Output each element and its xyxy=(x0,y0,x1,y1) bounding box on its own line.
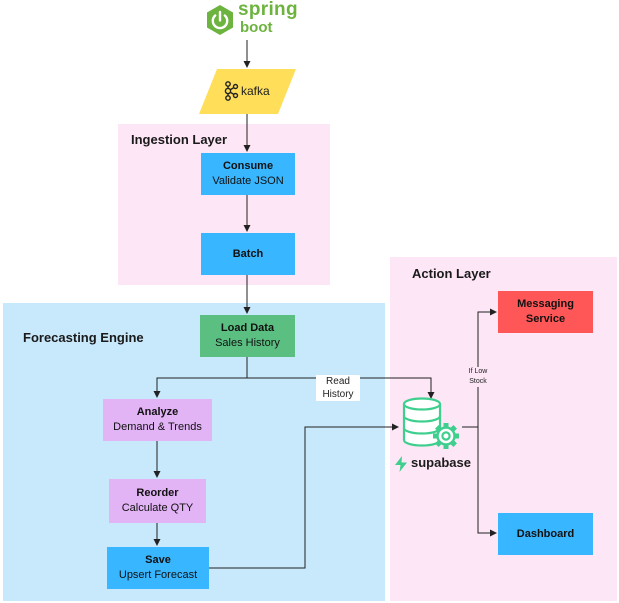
edge-save-supabase xyxy=(209,423,399,569)
database-gear-icon xyxy=(402,397,459,449)
analyze-node: Analyze Demand & Trends xyxy=(103,399,212,441)
dashboard-title: Dashboard xyxy=(516,527,575,540)
dashboard-node: Dashboard xyxy=(498,513,593,555)
kafka-node: kafka xyxy=(199,69,296,114)
supabase-bolt-icon xyxy=(395,456,407,472)
consume-title: Consume xyxy=(222,160,274,172)
consume-subtitle: Validate JSON xyxy=(212,175,284,187)
if-low-stock-label: If Low Stock xyxy=(462,367,494,387)
supabase-word: supabase xyxy=(411,455,471,470)
save-title: Save xyxy=(145,554,171,566)
analyze-title: Analyze xyxy=(136,406,179,418)
batch-title: Batch xyxy=(232,247,264,260)
read-history-line2: History xyxy=(322,389,354,400)
batch-node: Batch xyxy=(201,233,295,275)
edge-loaddata-analyze xyxy=(153,357,248,398)
spring-word: spring xyxy=(238,0,298,20)
load-data-node: Load Data Sales History xyxy=(200,315,295,357)
forecasting-engine-title: Forecasting Engine xyxy=(23,330,144,345)
reorder-title: Reorder xyxy=(136,487,179,499)
messaging-service-title: Messaging Service xyxy=(517,298,574,325)
spring-power-icon xyxy=(207,5,233,35)
edge-supabase-dashboard xyxy=(462,426,497,537)
load-data-subtitle: Sales History xyxy=(215,337,280,349)
save-subtitle: Upsert Forecast xyxy=(118,569,198,581)
kafka-word: kafka xyxy=(241,84,270,98)
if-low-stock-line1: If Low xyxy=(468,368,488,375)
consume-node: Consume Validate JSON xyxy=(201,153,295,195)
messaging-service-node: Messaging Service xyxy=(498,291,593,333)
read-history-line1: Read xyxy=(326,376,350,387)
spring-boot-logo: spring boot xyxy=(204,0,298,38)
save-node: Save Upsert Forecast xyxy=(107,547,209,589)
action-layer-title: Action Layer xyxy=(412,266,491,281)
analyze-subtitle: Demand & Trends xyxy=(113,421,202,433)
read-history-label: Read History xyxy=(316,375,360,401)
supabase-database: supabase xyxy=(395,396,471,474)
boot-word: boot xyxy=(240,19,273,36)
reorder-subtitle: Calculate QTY xyxy=(121,502,194,514)
ingestion-layer-title: Ingestion Layer xyxy=(131,132,228,147)
kafka-icon xyxy=(224,81,239,101)
load-data-title: Load Data xyxy=(220,322,275,334)
if-low-stock-line2: Stock xyxy=(469,378,487,385)
reorder-node: Reorder Calculate QTY xyxy=(109,479,206,523)
